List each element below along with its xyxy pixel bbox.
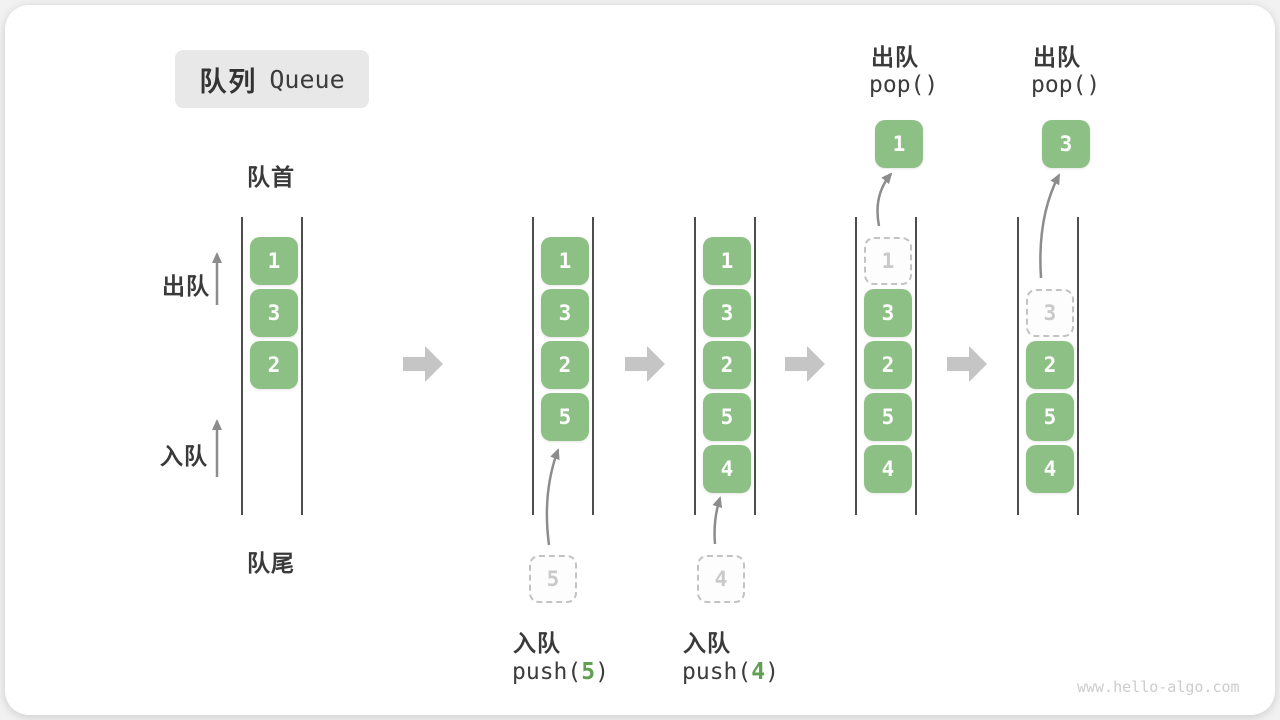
queue-item: 5: [864, 393, 912, 441]
label-dequeue-side: 出队: [162, 273, 210, 299]
queue-item: 2: [1026, 341, 1074, 389]
queue-item: 1: [541, 237, 589, 285]
queue-column-4: 1 3 2 5 4: [855, 217, 917, 515]
push4-suffix: ): [765, 659, 779, 685]
title-badge: 队列 Queue: [175, 50, 369, 108]
arrow-right-icon: [403, 346, 443, 382]
queue-column-1: 1 3 2: [241, 217, 303, 515]
queue-item: 4: [703, 445, 751, 493]
arrow-right-icon: [785, 346, 825, 382]
label-enqueue-side: 入队: [160, 443, 208, 469]
pop1-call: pop(): [869, 72, 939, 98]
label-queue-rear: 队尾: [247, 550, 295, 576]
arrow-right-icon: [947, 346, 987, 382]
title-en: Queue: [269, 64, 345, 94]
queue-item: 3: [541, 289, 589, 337]
queue-item: 3: [864, 289, 912, 337]
queue-column-5: 3 2 5 4: [1017, 217, 1079, 515]
staged-element-4: 4: [697, 555, 745, 603]
queue-item: 5: [703, 393, 751, 441]
queue-item: 1: [703, 237, 751, 285]
queue-item: 5: [1026, 393, 1074, 441]
push5-suffix: ): [595, 659, 609, 685]
push5-arg: 5: [581, 659, 596, 685]
queue-item: 3: [703, 289, 751, 337]
queue-item-removed: 1: [864, 237, 912, 285]
queue-column-3: 1 3 2 5 4: [694, 217, 756, 515]
queue-item: 5: [541, 393, 589, 441]
push5-call: push(5): [512, 659, 609, 685]
popped-element-1: 1: [875, 120, 923, 168]
arrows-overlay: [212, 172, 1061, 546]
staged-element-5: 5: [529, 555, 577, 603]
push5-prefix: push(: [512, 659, 582, 685]
queue-item: 2: [250, 341, 298, 389]
queue-item: 2: [541, 341, 589, 389]
pop2-label: 出队: [1033, 44, 1081, 70]
queue-item-removed: 3: [1026, 289, 1074, 337]
push4-label: 入队: [683, 630, 731, 656]
push5-label: 入队: [513, 630, 561, 656]
pop1-label: 出队: [871, 44, 919, 70]
push4-call: push(4): [682, 659, 779, 685]
push4-arg: 4: [751, 659, 766, 685]
queue-item: 2: [864, 341, 912, 389]
push4-prefix: push(: [682, 659, 752, 685]
queue-item: 3: [250, 289, 298, 337]
pop2-call: pop(): [1031, 72, 1101, 98]
label-queue-front: 队首: [247, 164, 295, 190]
arrow-right-icon: [625, 346, 665, 382]
queue-item: 1: [250, 237, 298, 285]
queue-item: 2: [703, 341, 751, 389]
watermark: www.hello-algo.com: [1077, 678, 1240, 696]
diagram-canvas: 队列 Queue 队首 队尾 出队 入队 1 3 2 1 3 2 5 1 3 2…: [5, 5, 1275, 715]
queue-column-2: 1 3 2 5: [532, 217, 594, 515]
queue-item: 4: [864, 445, 912, 493]
queue-item: 4: [1026, 445, 1074, 493]
popped-element-3: 3: [1042, 120, 1090, 168]
title-zh: 队列: [199, 66, 258, 97]
